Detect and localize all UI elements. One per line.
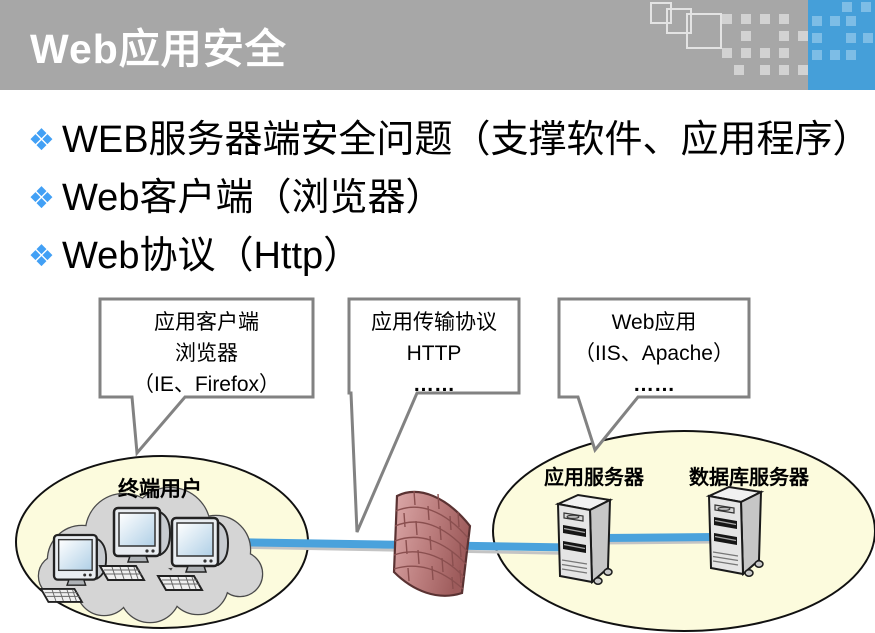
- bullet-item: ❖ Web协议（Http）: [28, 234, 871, 292]
- app-server-icon: [557, 494, 613, 586]
- bullet-text: Web客户端（浏览器）: [62, 177, 444, 219]
- decor-square: [812, 33, 822, 43]
- callout-line: Web应用: [611, 311, 697, 334]
- diamond-bullet-icon: ❖: [28, 124, 55, 157]
- page-title: Web应用安全: [30, 26, 287, 72]
- decor-square: [812, 16, 822, 26]
- callout-line: 应用传输协议: [371, 311, 497, 334]
- decor-square: [861, 2, 871, 12]
- outlined-square: [666, 8, 692, 34]
- decor-square: [760, 48, 770, 58]
- decor-square: [846, 16, 856, 26]
- decor-square: [722, 48, 732, 58]
- firewall-icon: [392, 490, 472, 597]
- diamond-bullet-icon: ❖: [28, 240, 55, 273]
- diamond-bullet-icon: ❖: [28, 182, 55, 215]
- callout-line: ……: [413, 373, 455, 396]
- decor-square: [812, 50, 822, 60]
- db-server-label: 数据库服务器: [689, 467, 809, 489]
- decor-square: [722, 14, 732, 24]
- app-server-label: 应用服务器: [544, 467, 644, 489]
- decor-square: [741, 48, 751, 58]
- corner-blue-block: [808, 0, 875, 90]
- decor-square: [760, 14, 770, 24]
- decor-square: [830, 16, 840, 26]
- decor-square: [798, 31, 808, 41]
- callout-client: 应用客户端 浏览器 （IE、Firefox）: [100, 299, 313, 400]
- decor-square: [863, 33, 873, 43]
- bullet-list: ❖ WEB服务器端安全问题（支撑软件、应用程序） ❖ Web客户端（浏览器） ❖…: [28, 118, 871, 292]
- callout-line: HTTP: [406, 342, 462, 365]
- decor-square: [798, 65, 808, 75]
- callout-webapp: Web应用 （IIS、Apache） ……: [559, 299, 749, 400]
- decor-square: [846, 50, 856, 60]
- title-bar: Web应用安全: [0, 0, 875, 90]
- decor-square: [842, 2, 852, 12]
- callout-bubble-http: [347, 297, 521, 533]
- bullet-item: ❖ WEB服务器端安全问题（支撑软件、应用程序）: [28, 118, 871, 176]
- callout-line: ……: [633, 373, 675, 396]
- outlined-square: [650, 2, 672, 24]
- decor-square: [779, 65, 789, 75]
- bullet-text: Web协议（Http）: [62, 235, 362, 277]
- end-users-label: 终端用户: [118, 478, 202, 501]
- decor-square: [741, 31, 751, 41]
- callout-line: 浏览器: [175, 342, 238, 365]
- outlined-square: [686, 13, 722, 49]
- callout-line: （IIS、Apache）: [574, 342, 734, 365]
- bullet-item: ❖ Web客户端（浏览器）: [28, 176, 871, 234]
- decor-square: [734, 65, 744, 75]
- bullet-text: WEB服务器端安全问题（支撑软件、应用程序）: [62, 119, 871, 161]
- decor-square: [760, 65, 770, 75]
- db-server-icon: [708, 486, 764, 578]
- decor-square: [779, 14, 789, 24]
- decor-square: [779, 48, 789, 58]
- decor-square: [779, 31, 789, 41]
- callout-bubble-webapp: [557, 297, 751, 454]
- callout-http: 应用传输协议 HTTP ……: [349, 299, 519, 400]
- decor-square: [741, 14, 751, 24]
- callout-line: 应用客户端: [154, 311, 259, 334]
- decor-square: [830, 50, 840, 60]
- callout-bubble-client: [98, 297, 315, 457]
- decor-square: [846, 33, 856, 43]
- callout-line: （IE、Firefox）: [132, 373, 281, 396]
